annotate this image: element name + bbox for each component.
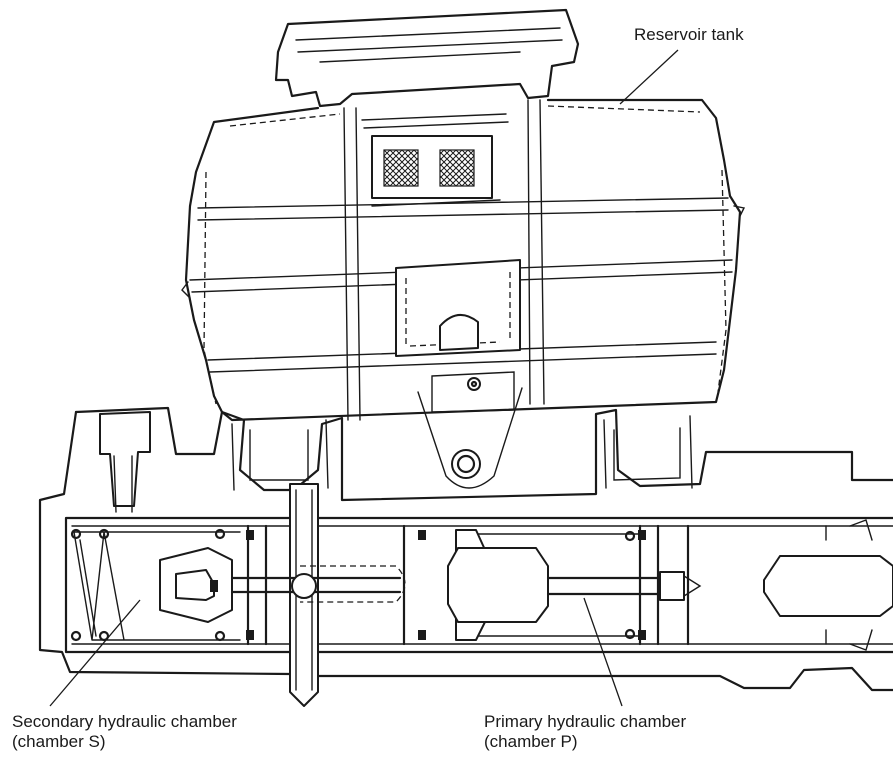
secondary-chamber-sublabel: (chamber S) — [12, 732, 106, 751]
secondary-chamber-label: Secondary hydraulic chamber — [12, 712, 237, 731]
primary-piston — [418, 519, 893, 651]
primary-chamber-sublabel: (chamber P) — [484, 732, 578, 751]
reservoir-leader — [619, 49, 679, 105]
primary-chamber-label: Primary hydraulic chamber — [484, 712, 687, 731]
reservoir-tank-label: Reservoir tank — [634, 25, 744, 44]
cylinder-body — [38, 387, 893, 702]
secondary-chamber-leader — [49, 599, 141, 707]
primary-chamber-leader — [583, 597, 623, 707]
secondary-piston — [70, 524, 406, 646]
reservoir-tank — [181, 8, 746, 422]
reservoir-cap — [274, 8, 580, 108]
